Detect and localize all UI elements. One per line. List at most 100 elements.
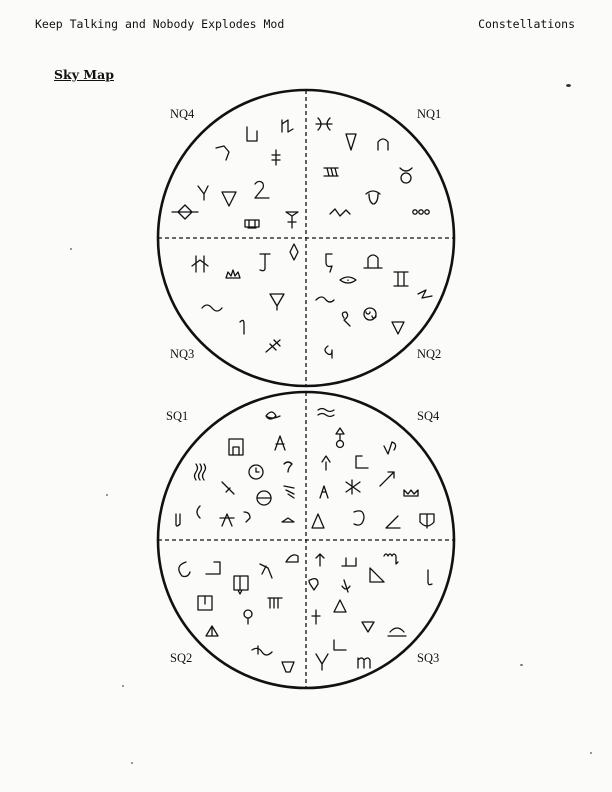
glyph-icon	[391, 321, 405, 335]
glyph-icon	[379, 471, 395, 487]
glyph-icon	[333, 639, 347, 651]
glyph-icon	[201, 304, 223, 312]
glyph-icon	[341, 557, 357, 567]
glyph-icon	[400, 172, 412, 184]
glyph-icon	[345, 133, 357, 151]
glyph-icon	[317, 407, 335, 418]
glyph-icon	[323, 167, 339, 177]
glyph-icon	[412, 209, 418, 215]
glyph-icon	[254, 180, 270, 199]
glyph-icon	[232, 446, 240, 456]
glyph-icon	[321, 455, 331, 471]
glyph-icon	[365, 190, 381, 205]
glyph-icon	[221, 481, 235, 495]
glyph-icon	[171, 204, 199, 220]
quadrant-label-sq1: SQ1	[166, 409, 189, 423]
glyph-icon	[319, 485, 329, 499]
glyph-icon	[353, 510, 365, 526]
glyph-icon	[325, 253, 333, 273]
glyph-icon	[255, 467, 260, 473]
glyph-icon	[265, 411, 281, 420]
glyph-icon	[281, 661, 295, 673]
glyph-icon	[285, 554, 299, 563]
glyph-icon	[315, 117, 333, 131]
glyph-icon	[357, 657, 371, 669]
glyph-icon	[283, 461, 293, 473]
glyph-icon	[335, 439, 345, 449]
glyph-icon	[244, 219, 260, 229]
quadrant-label-sq3: SQ3	[417, 651, 440, 665]
glyph-icon	[289, 243, 299, 261]
glyph-icon	[355, 455, 369, 469]
scan-speck	[122, 685, 124, 687]
glyph-icon	[191, 255, 209, 273]
glyph-icon	[274, 435, 286, 451]
scan-speck	[590, 752, 592, 754]
glyph-icon	[178, 561, 191, 578]
glyph-icon	[251, 645, 273, 656]
header-mod-title: Keep Talking and Nobody Explodes Mod	[35, 17, 285, 31]
glyph-icon	[243, 511, 251, 523]
glyph-icon	[345, 479, 361, 495]
glyph-icon	[383, 553, 399, 565]
glyph-icon	[315, 296, 335, 303]
glyph-icon	[265, 339, 281, 353]
glyph-icon	[341, 311, 351, 327]
glyph-icon	[419, 513, 435, 529]
quadrant-label-nq3: NQ3	[170, 347, 195, 361]
glyph-icon	[324, 345, 333, 359]
glyph-icon	[311, 609, 321, 625]
glyph-icon	[269, 293, 285, 311]
glyph-icon	[339, 276, 357, 284]
glyph-icon	[281, 517, 295, 523]
glyph-icon	[377, 138, 389, 151]
quadrant-label-sq4: SQ4	[417, 409, 440, 423]
glyph-icon	[341, 579, 351, 593]
glyph-icon	[205, 561, 221, 575]
glyph-icon	[399, 167, 413, 172]
glyph-icon	[219, 513, 235, 527]
glyph-icon	[271, 149, 281, 166]
glyph-icon	[243, 609, 253, 625]
glyph-icon	[363, 254, 383, 269]
glyph-icon	[387, 627, 407, 637]
glyph-icon	[221, 191, 237, 207]
glyph-icon	[246, 126, 258, 142]
glyph-icon	[418, 209, 424, 215]
glyph-icon	[228, 438, 244, 456]
glyph-icon	[237, 575, 243, 595]
glyph-icon	[281, 119, 294, 133]
glyph-icon	[335, 427, 345, 441]
quadrant-label-nq1: NQ1	[417, 107, 442, 121]
glyph-icon	[385, 515, 401, 529]
glyph-icon	[403, 489, 419, 497]
scan-speck	[520, 664, 523, 666]
glyph-icon	[427, 569, 433, 586]
glyph-icon	[225, 269, 241, 279]
glyph-icon	[259, 563, 273, 579]
glyph-icon	[315, 553, 325, 567]
glyph-icon	[365, 311, 377, 319]
glyph-icon	[239, 319, 245, 335]
glyph-icon	[393, 271, 409, 287]
glyph-icon	[361, 621, 375, 633]
scan-speck	[70, 248, 72, 250]
quadrant-label-nq4: NQ4	[170, 107, 195, 121]
glyph-icon	[285, 211, 299, 229]
glyph-icon	[329, 208, 351, 217]
glyph-icon	[308, 578, 319, 591]
glyph-icon	[267, 597, 283, 609]
glyph-icon	[193, 463, 207, 481]
glyph-icon	[417, 289, 433, 299]
quadrant-label-sq2: SQ2	[170, 651, 193, 665]
scan-speck	[131, 762, 133, 764]
glyph-icon	[248, 464, 264, 480]
glyph-icon	[259, 253, 271, 272]
glyph-icon	[369, 567, 385, 583]
glyph-icon	[363, 307, 377, 321]
glyph-icon	[196, 505, 201, 519]
glyph-icon	[175, 513, 181, 527]
glyph-icon	[383, 441, 397, 455]
glyph-icon	[215, 145, 230, 161]
